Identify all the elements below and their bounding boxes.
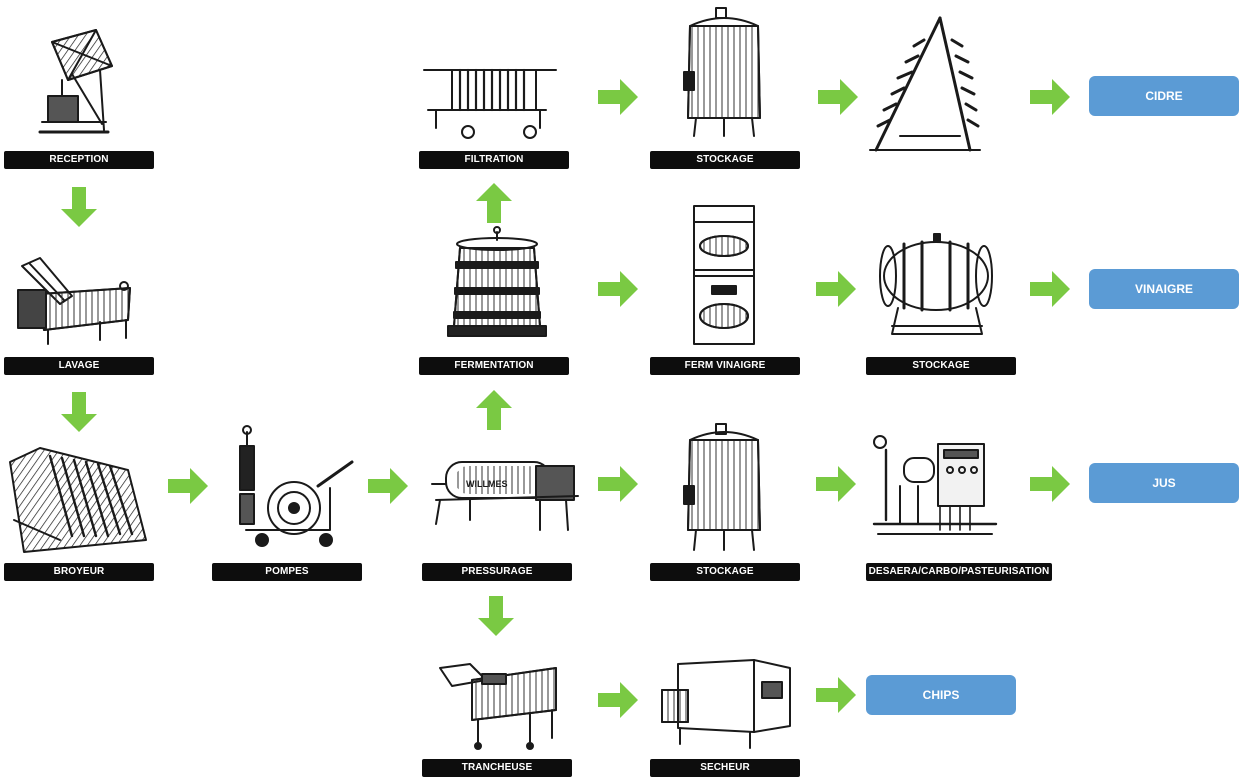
barrel-icon (879, 233, 993, 335)
steel-tank-icon (683, 7, 761, 137)
tipping-crate-icon (38, 29, 113, 134)
stage-label-secheur: SECHEUR (650, 759, 800, 777)
output-chips: CHIPS (866, 675, 1016, 715)
svg-text:WILLMES: WILLMES (466, 479, 508, 489)
arrow-pompes-to-pressurage (368, 468, 408, 504)
arrow-broyeur-to-pompes (168, 468, 208, 504)
washer-conveyor-icon (17, 257, 131, 345)
flow-arrows (61, 79, 1070, 718)
stage-label-stockage-cidre: STOCKAGE (650, 151, 800, 169)
arrow-stockage-to-vinaigre (1030, 271, 1070, 307)
pasteurizer-icon (872, 435, 998, 535)
bottle-rack-icon (869, 16, 981, 152)
belt-press-icon: WILLMES (431, 461, 579, 531)
arrow-pressurage-to-stockage (598, 466, 638, 502)
arrow-stockage-to-rack (818, 79, 858, 115)
stage-label-pompes: POMPES (212, 563, 362, 581)
crusher-icon (9, 447, 147, 553)
stage-label-filtration: FILTRATION (419, 151, 569, 169)
arrow-filtration-to-stockage (598, 79, 638, 115)
stage-label-trancheuse: TRANCHEUSE (422, 759, 572, 777)
stage-label-fermentation: FERMENTATION (419, 357, 569, 375)
output-vinaigre: VINAIGRE (1089, 269, 1239, 309)
arrow-fermentation-to-ferm-vinaigre (598, 271, 638, 307)
stage-label-lavage: LAVAGE (4, 357, 154, 375)
arrow-ferm-vinaigre-to-stockage (816, 271, 856, 307)
stage-label-stockage-vinaigre: STOCKAGE (866, 357, 1016, 375)
steel-tank-icon (683, 423, 761, 551)
pump-cart-icon (239, 425, 354, 547)
arrow-fermentation-to-filtration (476, 183, 512, 223)
stage-label-reception: RECEPTION (4, 151, 154, 169)
arrow-trancheuse-to-secheur (598, 682, 638, 718)
arrow-pressurage-to-fermentation (476, 390, 512, 430)
output-cidre: CIDRE (1089, 76, 1239, 116)
arrow-secheur-to-chips (816, 677, 856, 713)
filter-press-icon (423, 68, 557, 139)
stage-label-broyeur: BROYEUR (4, 563, 154, 581)
arrow-lavage-to-broyeur (61, 392, 97, 432)
stage-label-ferm-vinaigre: FERM VINAIGRE (650, 357, 800, 375)
stage-label-stockage-jus: STOCKAGE (650, 563, 800, 581)
stage-label-desaera: DESAERA/CARBO/PASTEURISATION (866, 563, 1052, 581)
arrow-stockage-to-desaera (816, 466, 856, 502)
arrow-rack-to-cidre (1030, 79, 1070, 115)
arrow-desaera-to-jus (1030, 466, 1070, 502)
arrow-pressurage-to-trancheuse (478, 596, 514, 636)
acetator-icon (693, 205, 755, 345)
stage-label-pressurage: PRESSURAGE (422, 563, 572, 581)
output-jus: JUS (1089, 463, 1239, 503)
dryer-cabinet-icon (661, 659, 791, 749)
wooden-vat-icon (447, 226, 547, 337)
arrow-reception-to-lavage (61, 187, 97, 227)
slicer-icon (439, 663, 557, 750)
